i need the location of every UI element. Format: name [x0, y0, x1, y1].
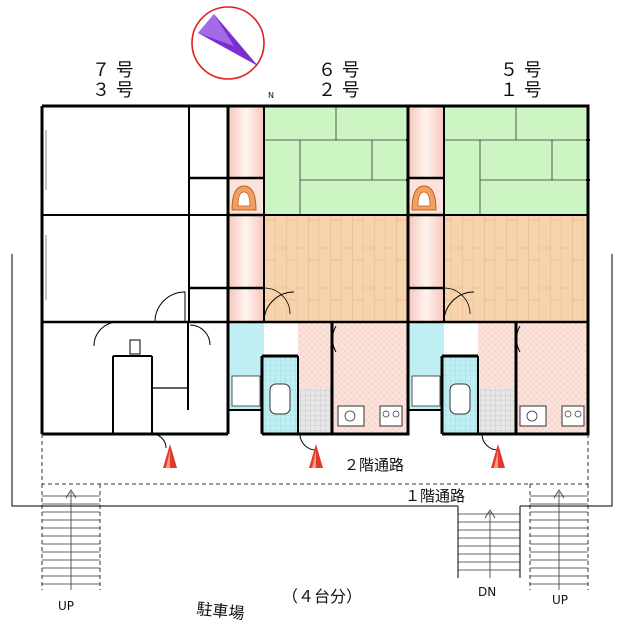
bathtub-icon [449, 383, 471, 415]
unit-label-7: ７ 号 [92, 60, 134, 81]
first-floor-corridor [11, 254, 613, 507]
unit-middle [226, 104, 410, 451]
bathtub-icon [269, 383, 291, 415]
sink-icon [519, 405, 547, 427]
wood-floor-room [264, 215, 408, 322]
north-label: N [268, 91, 274, 100]
stairs-right [530, 489, 588, 590]
unit-right [406, 104, 590, 451]
first-floor-corridor-label: １階通路 [405, 487, 465, 505]
stove-icon [379, 405, 403, 427]
second-floor-corridor [41, 434, 589, 590]
unit-left [40, 104, 228, 449]
sink-icon [337, 405, 365, 427]
unit-label-2: ２ 号 [318, 80, 360, 101]
stairs-middle [457, 506, 521, 578]
second-floor-corridor-label: ２階通路 [344, 456, 404, 474]
entrance-arrows [163, 444, 505, 468]
compass [191, 6, 265, 80]
stairs-left-label: UP [58, 599, 74, 613]
unit-label-5: ５ 号 [500, 60, 542, 81]
compass-ring [191, 6, 265, 80]
unit-label-1: １ 号 [500, 80, 542, 101]
wood-floor-room [444, 215, 588, 322]
stairs-middle-label: DN [478, 585, 496, 599]
parking-label: 駐車場 [196, 599, 246, 623]
stairs-right-label: UP [552, 593, 568, 607]
stairs-left [42, 489, 100, 590]
unit-label-6: ６ 号 [318, 60, 360, 81]
stove-icon [561, 405, 585, 427]
parking-capacity: （４台分） [282, 587, 362, 606]
unit-label-3: ３ 号 [92, 80, 134, 101]
